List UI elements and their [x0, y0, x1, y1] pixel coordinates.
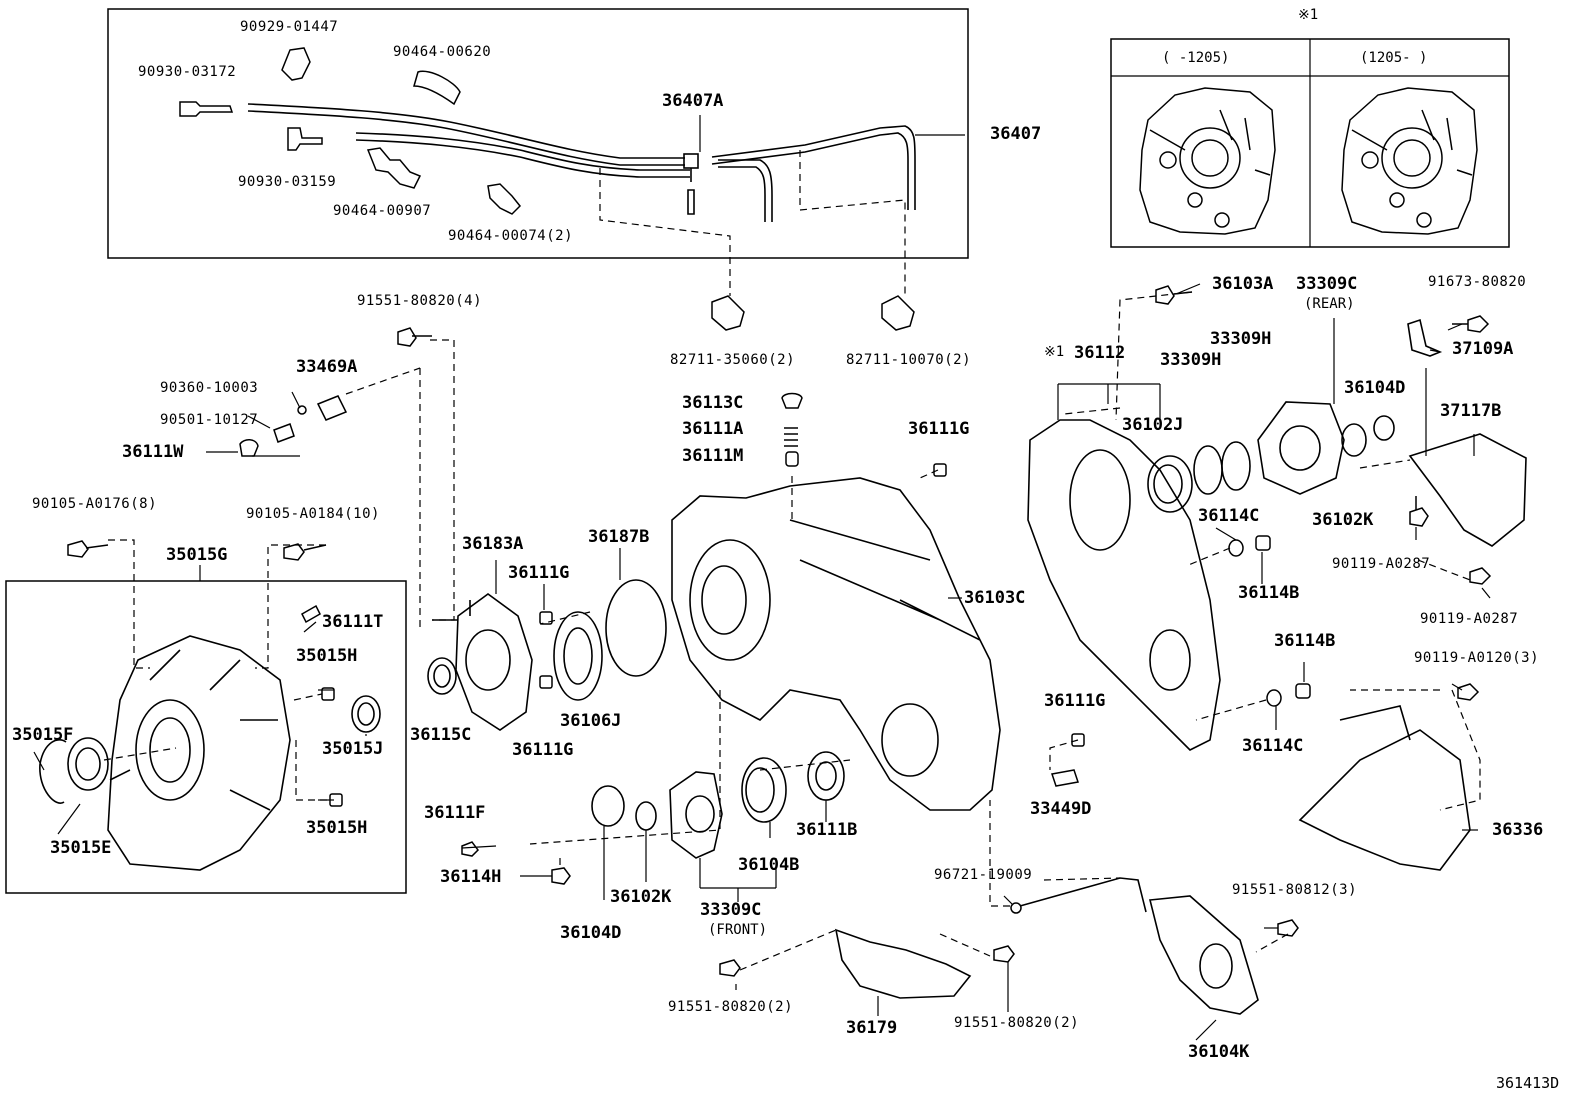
- diagram-code: 361413D: [1496, 1074, 1560, 1092]
- part-label-90930-03159[interactable]: 90930-03159: [238, 174, 337, 190]
- hose-clamps-82711: [711, 295, 915, 331]
- part-label-91551-80812[interactable]: 91551-80812(3): [1232, 882, 1358, 898]
- output-flanges-33309C: [669, 401, 1345, 859]
- part-label-36187B[interactable]: 36187B: [588, 527, 650, 547]
- part-label-90105-A0184[interactable]: 90105-A0184(10): [246, 506, 380, 522]
- marker-36112: ※1: [1044, 344, 1065, 360]
- extension-housing-group-frame: [5, 580, 407, 894]
- part-label-36336[interactable]: 36336: [1492, 820, 1544, 840]
- part-label-36104B[interactable]: 36104B: [738, 855, 800, 875]
- part-label-36103A[interactable]: 36103A: [1212, 274, 1274, 294]
- inset-right-range: (1205- ): [1360, 50, 1428, 66]
- part-label-36106J[interactable]: 36106J: [560, 711, 622, 731]
- part-label-96721-19009[interactable]: 96721-19009: [934, 867, 1033, 883]
- part-label-36104K[interactable]: 36104K: [1188, 1042, 1250, 1062]
- dashed-lines: [103, 150, 1481, 971]
- part-label-90930-03172[interactable]: 90930-03172: [138, 64, 237, 80]
- part-label-36114B-b[interactable]: 36114B: [1274, 631, 1336, 651]
- part-label-36111G-a[interactable]: 36111G: [908, 419, 970, 439]
- part-label-36111M[interactable]: 36111M: [682, 446, 744, 466]
- leader-lines: [33, 115, 1491, 1041]
- top-frame-fittings: [179, 47, 522, 215]
- part-label-90360-10003[interactable]: 90360-10003: [160, 380, 259, 396]
- part-label-90464-00907[interactable]: 90464-00907: [333, 203, 432, 219]
- part-label-36103C[interactable]: 36103C: [964, 588, 1026, 608]
- part-label-91673-80820[interactable]: 91673-80820: [1428, 274, 1527, 290]
- part-label-36111F[interactable]: 36111F: [424, 803, 486, 823]
- oil-pump-36183A: [432, 593, 533, 731]
- part-label-36111G-d[interactable]: 36111G: [1044, 691, 1106, 711]
- part-label-36114B-a[interactable]: 36114B: [1238, 583, 1300, 603]
- rear-case-36112: [1027, 419, 1221, 751]
- inset-marker: ※1: [1298, 7, 1319, 23]
- part-label-90464-00620[interactable]: 90464-00620: [393, 44, 492, 60]
- protector-36179: [834, 928, 972, 999]
- part-label-90105-A0176[interactable]: 90105-A0176(8): [32, 496, 158, 512]
- part-label-36111A[interactable]: 36111A: [682, 419, 744, 439]
- part-label-36104D-rear[interactable]: 36104D: [1344, 378, 1406, 398]
- part-label-35015G[interactable]: 35015G: [166, 545, 228, 565]
- hose-group-frame: [107, 8, 969, 259]
- part-label-36104D-front[interactable]: 36104D: [560, 923, 622, 943]
- part-label-90119-A0287-a[interactable]: 90119-A0287: [1332, 556, 1431, 572]
- part-label-90119-A0120[interactable]: 90119-A0120(3): [1414, 650, 1540, 666]
- part-label-82711-35060[interactable]: 82711-35060(2): [670, 352, 796, 368]
- front-case-36103C: [671, 477, 1001, 811]
- part-label-90464-00074[interactable]: 90464-00074(2): [448, 228, 574, 244]
- part-label-36407A[interactable]: 36407A: [662, 91, 724, 111]
- inset-housing-late: [1341, 87, 1478, 235]
- part-label-36179[interactable]: 36179: [846, 1018, 898, 1038]
- part-label-36183A[interactable]: 36183A: [462, 534, 524, 554]
- part-label-36111B[interactable]: 36111B: [796, 820, 858, 840]
- part-label-36115C[interactable]: 36115C: [410, 725, 472, 745]
- part-label-36111W[interactable]: 36111W: [122, 442, 184, 462]
- rings-and-seals: [39, 415, 1395, 831]
- label-rear: (REAR): [1304, 296, 1355, 312]
- breather-tube-36104K: [1019, 877, 1259, 1015]
- protector-37117B: [1408, 433, 1527, 547]
- part-label-36111G-b[interactable]: 36111G: [508, 563, 570, 583]
- part-label-36111T[interactable]: 36111T: [322, 612, 384, 632]
- extension-housing-35015G: [107, 635, 291, 871]
- part-label-91551-80820-a[interactable]: 91551-80820(2): [668, 999, 794, 1015]
- part-label-90501-10127[interactable]: 90501-10127: [160, 412, 259, 428]
- inset-left-range: ( -1205): [1162, 50, 1230, 66]
- part-label-36102K-rear[interactable]: 36102K: [1312, 510, 1374, 530]
- part-label-36114H[interactable]: 36114H: [440, 867, 502, 887]
- part-label-33309C-front[interactable]: 33309C: [700, 900, 762, 920]
- part-label-33309H-a[interactable]: 33309H: [1210, 329, 1272, 349]
- part-label-37117B[interactable]: 37117B: [1440, 401, 1502, 421]
- part-label-36407[interactable]: 36407: [990, 124, 1042, 144]
- part-label-35015E[interactable]: 35015E: [50, 838, 112, 858]
- part-label-35015J[interactable]: 35015J: [322, 739, 384, 759]
- part-label-33469A[interactable]: 33469A: [296, 357, 358, 377]
- part-label-35015H-b[interactable]: 35015H: [306, 818, 368, 838]
- part-label-36113C[interactable]: 36113C: [682, 393, 744, 413]
- part-label-33309H-b[interactable]: 33309H: [1160, 350, 1222, 370]
- part-label-36102J[interactable]: 36102J: [1122, 415, 1184, 435]
- part-label-33309C-rear[interactable]: 33309C: [1296, 274, 1358, 294]
- part-label-91551-80820-4[interactable]: 91551-80820(4): [357, 293, 483, 309]
- part-label-36114C-a[interactable]: 36114C: [1198, 506, 1260, 526]
- part-label-33449D[interactable]: 33449D: [1030, 799, 1092, 819]
- part-label-36111G-c[interactable]: 36111G: [512, 740, 574, 760]
- part-label-37109A[interactable]: 37109A: [1452, 339, 1514, 359]
- part-label-35015H-a[interactable]: 35015H: [296, 646, 358, 666]
- label-front: (FRONT): [708, 922, 768, 938]
- breather-hoses: [247, 103, 916, 222]
- part-label-35015F[interactable]: 35015F: [12, 725, 74, 745]
- part-label-36102K-front[interactable]: 36102K: [610, 887, 672, 907]
- part-label-91551-80820-b[interactable]: 91551-80820(2): [954, 1015, 1080, 1031]
- part-label-90929-01447[interactable]: 90929-01447: [240, 19, 339, 35]
- part-label-90119-A0287-b[interactable]: 90119-A0287: [1420, 611, 1519, 627]
- part-label-82711-10070[interactable]: 82711-10070(2): [846, 352, 972, 368]
- bracket-36336: [1298, 705, 1471, 871]
- inset-housing-early: [1139, 87, 1276, 235]
- part-label-36114C-b[interactable]: 36114C: [1242, 736, 1304, 756]
- part-label-36112[interactable]: 36112: [1074, 343, 1126, 363]
